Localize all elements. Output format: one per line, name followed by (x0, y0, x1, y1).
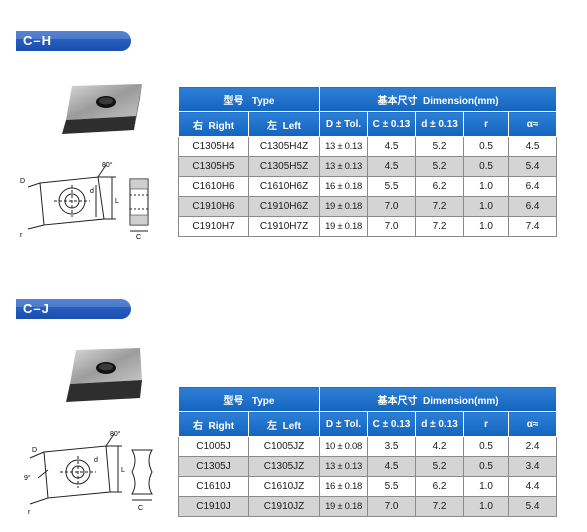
svg-text:9°: 9° (24, 474, 31, 482)
svg-text:C: C (136, 234, 141, 241)
header-type: 型号 Type (177, 386, 321, 412)
header-left: 左 Left (247, 111, 321, 137)
svg-text:80°: 80° (110, 430, 121, 438)
table-header-row: 型号 Type 基本尺寸 Dimension(mm) (177, 86, 558, 112)
section-tab-c-j: C–J (16, 299, 131, 319)
drawing-angle-label: 80° (102, 161, 113, 169)
insert-drawing-c-h: 80° D d L r C (20, 161, 149, 241)
section-tab-c-h: C–H (16, 31, 131, 51)
header-r: r (463, 111, 510, 137)
header-c-tol: C ± 0.13 (367, 111, 417, 137)
insert-drawing-c-j: 80° 9° D d L r C (24, 430, 153, 516)
table-subheader-row: 右 Right 左 Left D ± Tol. C ± 0.13 d ± 0.1… (178, 411, 558, 437)
svg-text:D: D (20, 178, 25, 185)
svg-text:D: D (32, 447, 37, 454)
svg-text:L: L (115, 198, 119, 205)
header-right: 右 Right (178, 111, 249, 137)
svg-text:d: d (94, 457, 98, 464)
header-type: 型号 Type (177, 86, 321, 112)
header-left: 左 Left (247, 411, 321, 437)
header-d-tol: D ± Tol. (319, 111, 369, 137)
svg-text:L: L (121, 467, 125, 474)
svg-text:C: C (138, 505, 143, 512)
header-r: r (463, 411, 510, 437)
header-c-tol: C ± 0.13 (367, 411, 417, 437)
header-alpha: α≈ (508, 111, 558, 137)
table-subheader-row: 右 Right 左 Left D ± Tol. C ± 0.13 d ± 0.1… (178, 111, 558, 137)
header-d-tol: D ± Tol. (319, 411, 369, 437)
spec-table-c-h: 型号 Type 基本尺寸 Dimension(mm) 右 Right 左 Lef… (177, 86, 558, 237)
spec-table-c-j: 型号 Type 基本尺寸 Dimension(mm) 右 Right 左 Lef… (177, 386, 558, 517)
insert-photo-c-j (66, 348, 142, 402)
svg-text:r: r (28, 509, 31, 516)
header-small-d-tol: d ± 0.13 (415, 411, 465, 437)
svg-text:r: r (20, 232, 23, 239)
header-alpha: α≈ (508, 411, 558, 437)
header-small-d-tol: d ± 0.13 (415, 111, 465, 137)
table-header-row: 型号 Type 基本尺寸 Dimension(mm) (177, 386, 558, 412)
insert-photo-c-h (62, 84, 142, 134)
header-dimension: 基本尺寸 Dimension(mm) (319, 86, 558, 112)
svg-text:d: d (90, 188, 94, 195)
header-right: 右 Right (178, 411, 249, 437)
header-dimension: 基本尺寸 Dimension(mm) (319, 386, 558, 412)
